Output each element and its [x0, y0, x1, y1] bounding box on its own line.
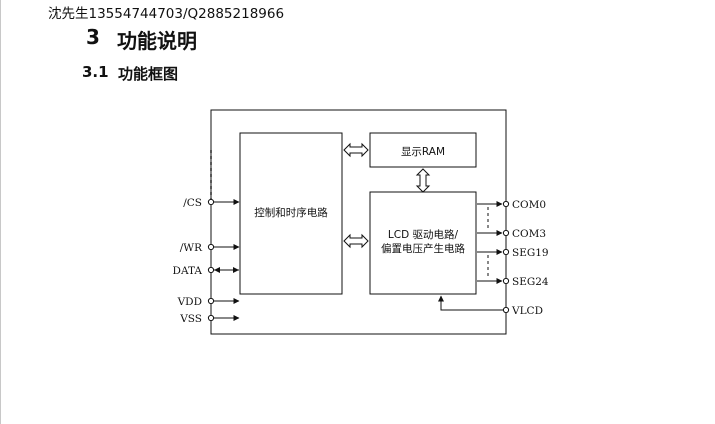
subsection-title: 功能框图 — [118, 65, 179, 83]
pin-label-seg24: SEG24 — [512, 276, 549, 288]
pin-vlcd-signal — [438, 295, 503, 311]
subsection-number: 3.1 — [82, 63, 109, 81]
pin-label-seg19: SEG19 — [512, 247, 549, 259]
pin-seg19-terminal — [502, 248, 510, 256]
pin-cs-terminal — [207, 198, 215, 206]
lcd-driver-label-line1: LCD 驱动电路/ — [388, 228, 459, 241]
pin-data-arrow-in — [214, 267, 220, 273]
pin-label-com0: COM0 — [512, 199, 546, 211]
page-left-border — [0, 0, 1, 424]
control-timing-block — [239, 132, 343, 295]
control-timing-label: 控制和时序电路 — [254, 206, 328, 219]
pin-com3-terminal — [502, 229, 510, 237]
section-number: 3 — [86, 25, 100, 49]
pin-com0-terminal — [502, 200, 510, 208]
ram-driver-bus-arrow — [415, 168, 431, 193]
chip-outline — [210, 109, 507, 335]
pin-seg24-terminal — [502, 277, 510, 285]
pin-vdd-terminal — [207, 297, 215, 305]
pin-data-terminal — [207, 266, 215, 274]
pin-data-arrow-out — [233, 267, 239, 273]
pin-label-data: DATA — [173, 265, 203, 277]
pin-label-wr: /WR — [180, 242, 203, 254]
display-ram-label: 显示RAM — [401, 146, 445, 158]
control-driver-bus-arrow — [343, 233, 369, 249]
pin-label-vlcd: VLCD — [511, 305, 543, 317]
display-ram-block — [369, 132, 477, 168]
section-title: 功能说明 — [117, 29, 197, 53]
pin-wr-terminal — [207, 243, 215, 251]
pin-label-vdd: VDD — [177, 296, 202, 308]
pin-vss-terminal — [207, 314, 215, 322]
control-ram-bus-arrow — [343, 142, 369, 158]
pin-label-com3: COM3 — [512, 228, 546, 240]
lcd-driver-label-line2: 偏置电压产生电路 — [381, 242, 465, 255]
pin-label-vss: VSS — [179, 313, 202, 325]
pin-vlcd-terminal — [502, 306, 510, 314]
pin-label-cs: /CS — [183, 197, 202, 209]
header-contact: 沈先生13554744703/Q2885218966 — [48, 6, 285, 22]
